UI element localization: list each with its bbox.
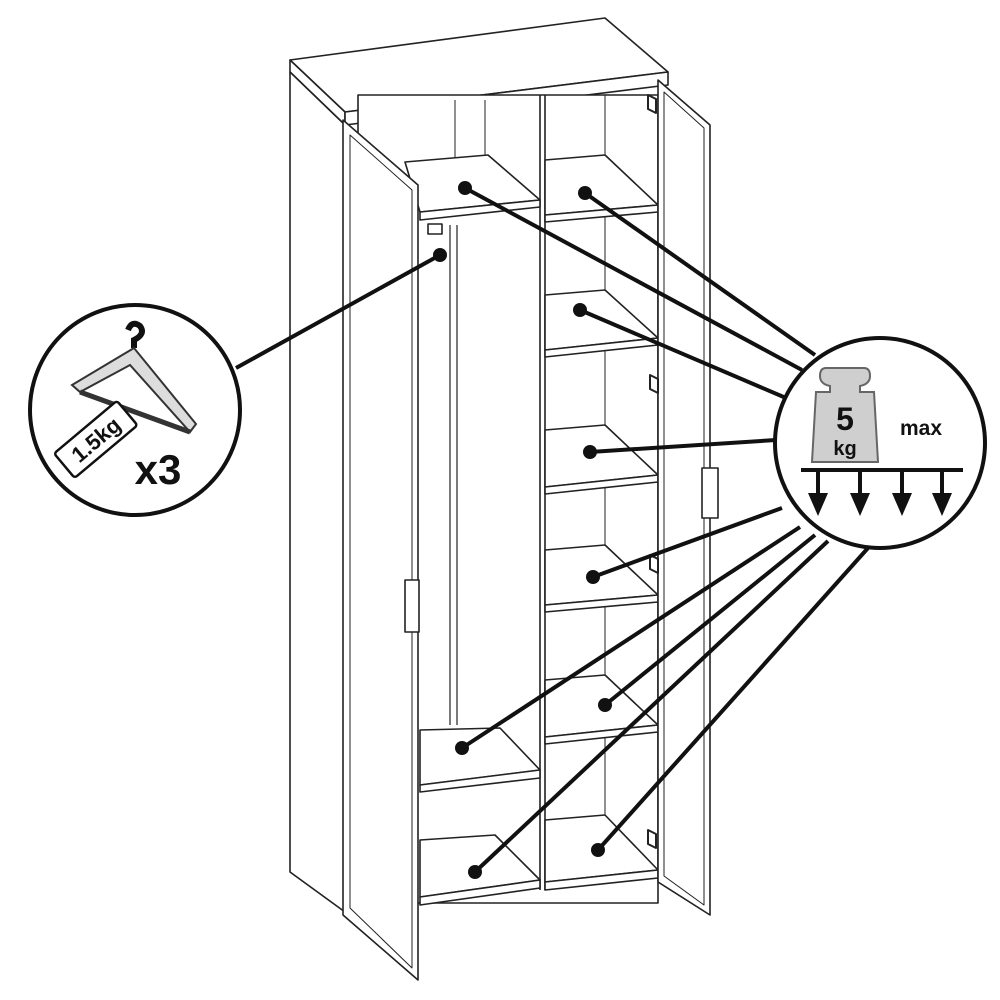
load-arrows-icon bbox=[801, 468, 963, 516]
left-door bbox=[342, 119, 419, 981]
max-label: max bbox=[900, 417, 942, 440]
hinge-icon bbox=[647, 94, 659, 849]
shelf bbox=[419, 769, 541, 793]
wardrobe-left-side bbox=[289, 71, 346, 913]
shelf-weight-callout: 5 kg max bbox=[773, 336, 987, 550]
hanger-count-label: x3 bbox=[135, 446, 182, 493]
weight-value: 5 bbox=[836, 401, 854, 437]
right-shelves bbox=[544, 154, 659, 891]
hanger-icon bbox=[70, 320, 198, 435]
hanger-callout: 1.5kg x3 bbox=[28, 303, 242, 517]
shelf bbox=[419, 879, 541, 906]
weight-unit: kg bbox=[833, 438, 856, 460]
callout-lines bbox=[235, 181, 870, 879]
weight-icon bbox=[810, 367, 880, 463]
callout-dots bbox=[433, 181, 612, 879]
right-door-handle bbox=[701, 467, 719, 519]
wardrobe bbox=[289, 17, 719, 981]
right-door bbox=[657, 79, 711, 916]
left-door-handle bbox=[404, 579, 420, 633]
shelf bbox=[419, 199, 541, 221]
